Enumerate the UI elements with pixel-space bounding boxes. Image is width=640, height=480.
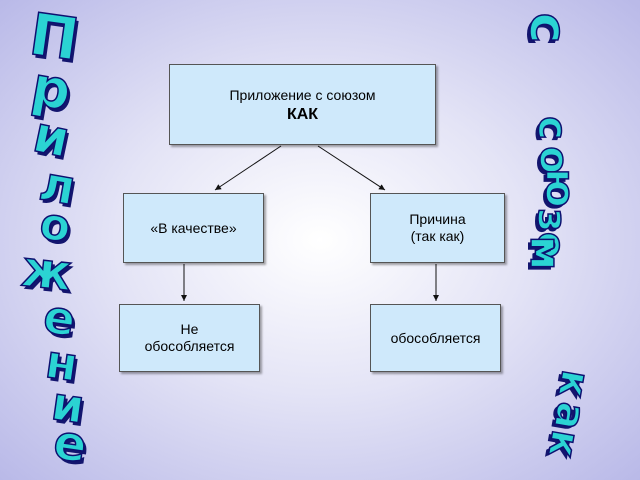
bottom-right-node: обособляется — [370, 304, 501, 372]
bottom-left-text-1: Не — [180, 321, 199, 337]
right-node-text-2: (так как) — [410, 228, 465, 244]
root-node-keyword: КАК — [286, 105, 319, 123]
bottom-right-text: обособляется — [390, 329, 481, 346]
wordart-right-mid-letter: з — [528, 208, 576, 233]
wordart-right-mid-letter: м — [520, 235, 571, 271]
right-node-text-1: Причина — [409, 211, 466, 227]
wordart-right-top-letter: с — [517, 12, 579, 44]
root-node: Приложение с союзом КАК — [169, 64, 436, 145]
right-node: Причина (так как) — [370, 193, 505, 263]
arrow-root-to-right — [317, 145, 386, 191]
bottom-left-text-2: обособляется — [144, 338, 235, 354]
left-node: «В качестве» — [123, 193, 264, 263]
wordart-right-mid-letter: ю — [536, 168, 584, 208]
wordart-right-mid-letter: с — [528, 115, 576, 140]
left-node-text: «В качестве» — [150, 219, 237, 236]
wordart-left-letter: е — [50, 413, 92, 474]
arrow-root-to-left — [214, 145, 282, 191]
bottom-left-node: Не обособляется — [119, 304, 260, 372]
root-node-text: Приложение с союзом — [229, 86, 376, 103]
